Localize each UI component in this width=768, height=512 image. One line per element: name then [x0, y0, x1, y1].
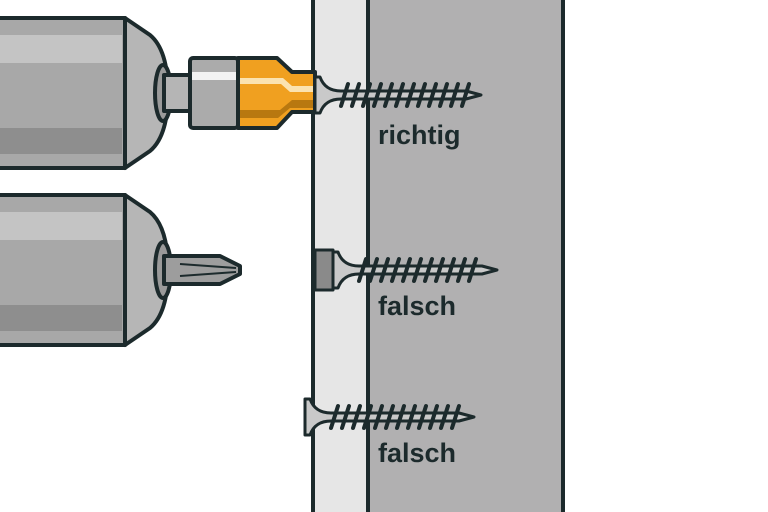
drill-with-depth-stop-icon — [0, 16, 317, 170]
screw-recessed-icon — [313, 248, 499, 292]
drill-with-bit-icon — [0, 193, 242, 347]
screw-protruding-icon — [303, 397, 476, 437]
plasterboard — [311, 0, 565, 512]
label-correct: richtig — [378, 120, 461, 150]
label-wrong-recessed: falsch — [378, 291, 456, 321]
screw-correct-icon — [313, 75, 483, 115]
label-wrong-protruding: falsch — [378, 438, 456, 468]
